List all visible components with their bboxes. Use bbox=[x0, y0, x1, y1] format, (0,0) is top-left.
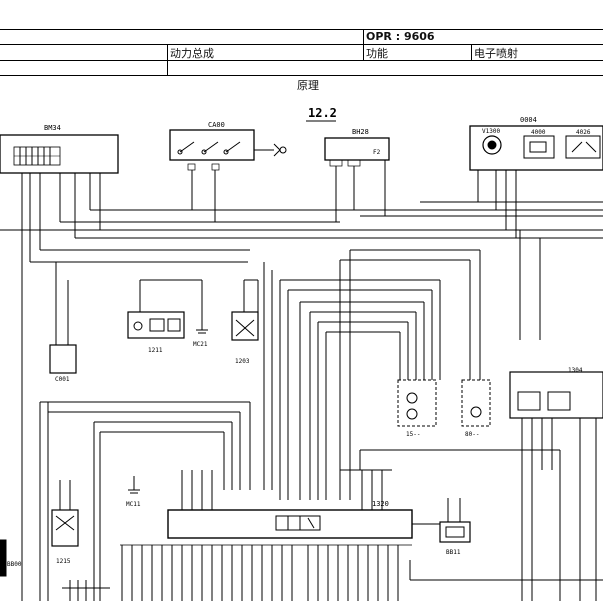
connector-bm34: BM34 bbox=[0, 124, 119, 174]
connector-0004: 0004 V1300 4000 4026 bbox=[469, 116, 603, 171]
table-divider bbox=[363, 29, 364, 60]
page-reference: 12.2 bbox=[308, 106, 337, 120]
connector-1320-label: 1320 bbox=[372, 500, 389, 508]
section-label: 原理 bbox=[297, 79, 319, 92]
table-rule bbox=[0, 44, 603, 45]
ground-mc21-label: MC21 bbox=[193, 341, 208, 348]
connector-0004-label: 0004 bbox=[520, 116, 537, 124]
connector-ca00: CA00 bbox=[169, 121, 287, 171]
connector-bb11-label: BB11 bbox=[446, 549, 461, 556]
function-value: 电子喷射 bbox=[474, 47, 518, 60]
fuse-f2-label: F2 bbox=[373, 149, 381, 156]
opr-code: OPR : 9606 bbox=[366, 30, 435, 43]
connector-bb00-label: BB00 bbox=[7, 561, 22, 568]
connector-bb00: BB00 bbox=[0, 539, 22, 577]
connector-ca00-label: CA00 bbox=[208, 121, 225, 129]
connector-1211-label: 1211 bbox=[148, 347, 163, 354]
table-divider bbox=[471, 44, 472, 60]
connector-4000-label: 4000 bbox=[531, 129, 546, 136]
table-rule bbox=[0, 60, 603, 61]
connector-1320: 1320 bbox=[120, 500, 413, 546]
wiring-diagram: 12.2 BM34 CA00 BH28 bbox=[0, 106, 603, 601]
connector-1215: 1215 bbox=[51, 480, 79, 565]
ground-mc11-label: MC11 bbox=[126, 501, 141, 508]
connector-1304: 1304 bbox=[509, 367, 603, 601]
connector-bh28-label: BH28 bbox=[352, 128, 369, 136]
table-rule bbox=[0, 75, 603, 76]
connector-1203: 1203 bbox=[231, 279, 259, 365]
connector-80-label: 80-- bbox=[465, 431, 479, 438]
connector-bh28: BH28 F2 bbox=[324, 128, 390, 167]
connector-1211: 1211 MC21 bbox=[127, 279, 208, 354]
connector-v1300-label: V1300 bbox=[482, 128, 500, 135]
connector-4026-label: 4026 bbox=[576, 129, 591, 136]
connector-15: 15-- bbox=[397, 379, 437, 438]
connector-c001: C001 bbox=[49, 262, 77, 383]
table-divider bbox=[167, 44, 168, 75]
system-label: 动力总成 bbox=[170, 47, 214, 60]
connector-1203-label: 1203 bbox=[235, 358, 250, 365]
table-rule bbox=[0, 29, 603, 30]
connector-bb11: BB11 bbox=[359, 449, 603, 601]
connector-1215-label: 1215 bbox=[56, 558, 71, 565]
connector-c001-label: C001 bbox=[55, 376, 70, 383]
connector-15-label: 15-- bbox=[406, 431, 420, 438]
connector-1304-label: 1304 bbox=[568, 367, 583, 374]
connector-bm34-label: BM34 bbox=[44, 124, 61, 132]
function-label: 功能 bbox=[366, 47, 388, 60]
ground-mc11: MC11 bbox=[126, 476, 141, 508]
connector-80: 80-- bbox=[461, 379, 491, 438]
header-table: OPR : 9606 动力总成 功能 电子喷射 原理 bbox=[0, 0, 603, 92]
